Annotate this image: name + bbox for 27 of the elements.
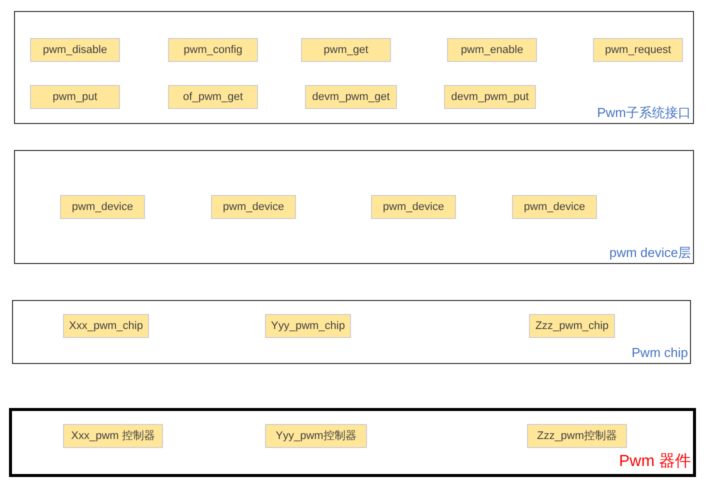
function-box: of_pwm_get [168, 85, 258, 109]
function-box: Xxx_pwm_chip [63, 314, 149, 338]
layer-panel [14, 11, 694, 124]
function-box: devm_pwm_get [305, 85, 397, 109]
function-box: pwm_request [593, 38, 683, 62]
function-box: pwm_enable [447, 38, 537, 62]
function-box: pwm_device [512, 195, 597, 219]
layer-panel [14, 150, 694, 264]
function-box: pwm_get [301, 38, 391, 62]
function-box: Xxx_pwm 控制器 [63, 424, 163, 448]
function-box: pwm_device [211, 195, 296, 219]
layer-title: Pwm chip [632, 345, 688, 361]
function-box: pwm_device [371, 195, 456, 219]
function-box: pwm_device [60, 195, 145, 219]
layer-panel [9, 408, 696, 477]
function-box: pwm_config [168, 38, 258, 62]
function-box: pwm_disable [30, 38, 120, 62]
layer-panel [12, 300, 691, 364]
function-box: Yyy_pwm控制器 [265, 424, 367, 448]
function-box: pwm_put [30, 85, 120, 109]
function-box: Zzz_pwm_chip [529, 314, 615, 338]
layer-title: pwm device层 [609, 245, 691, 261]
layer-title: Pwm子系统接口 [597, 105, 691, 121]
layer-title: Pwm 器件 [619, 453, 691, 471]
function-box: Yyy_pwm_chip [265, 314, 351, 338]
function-box: devm_pwm_put [444, 85, 536, 109]
function-box: Zzz_pwm控制器 [527, 424, 627, 448]
